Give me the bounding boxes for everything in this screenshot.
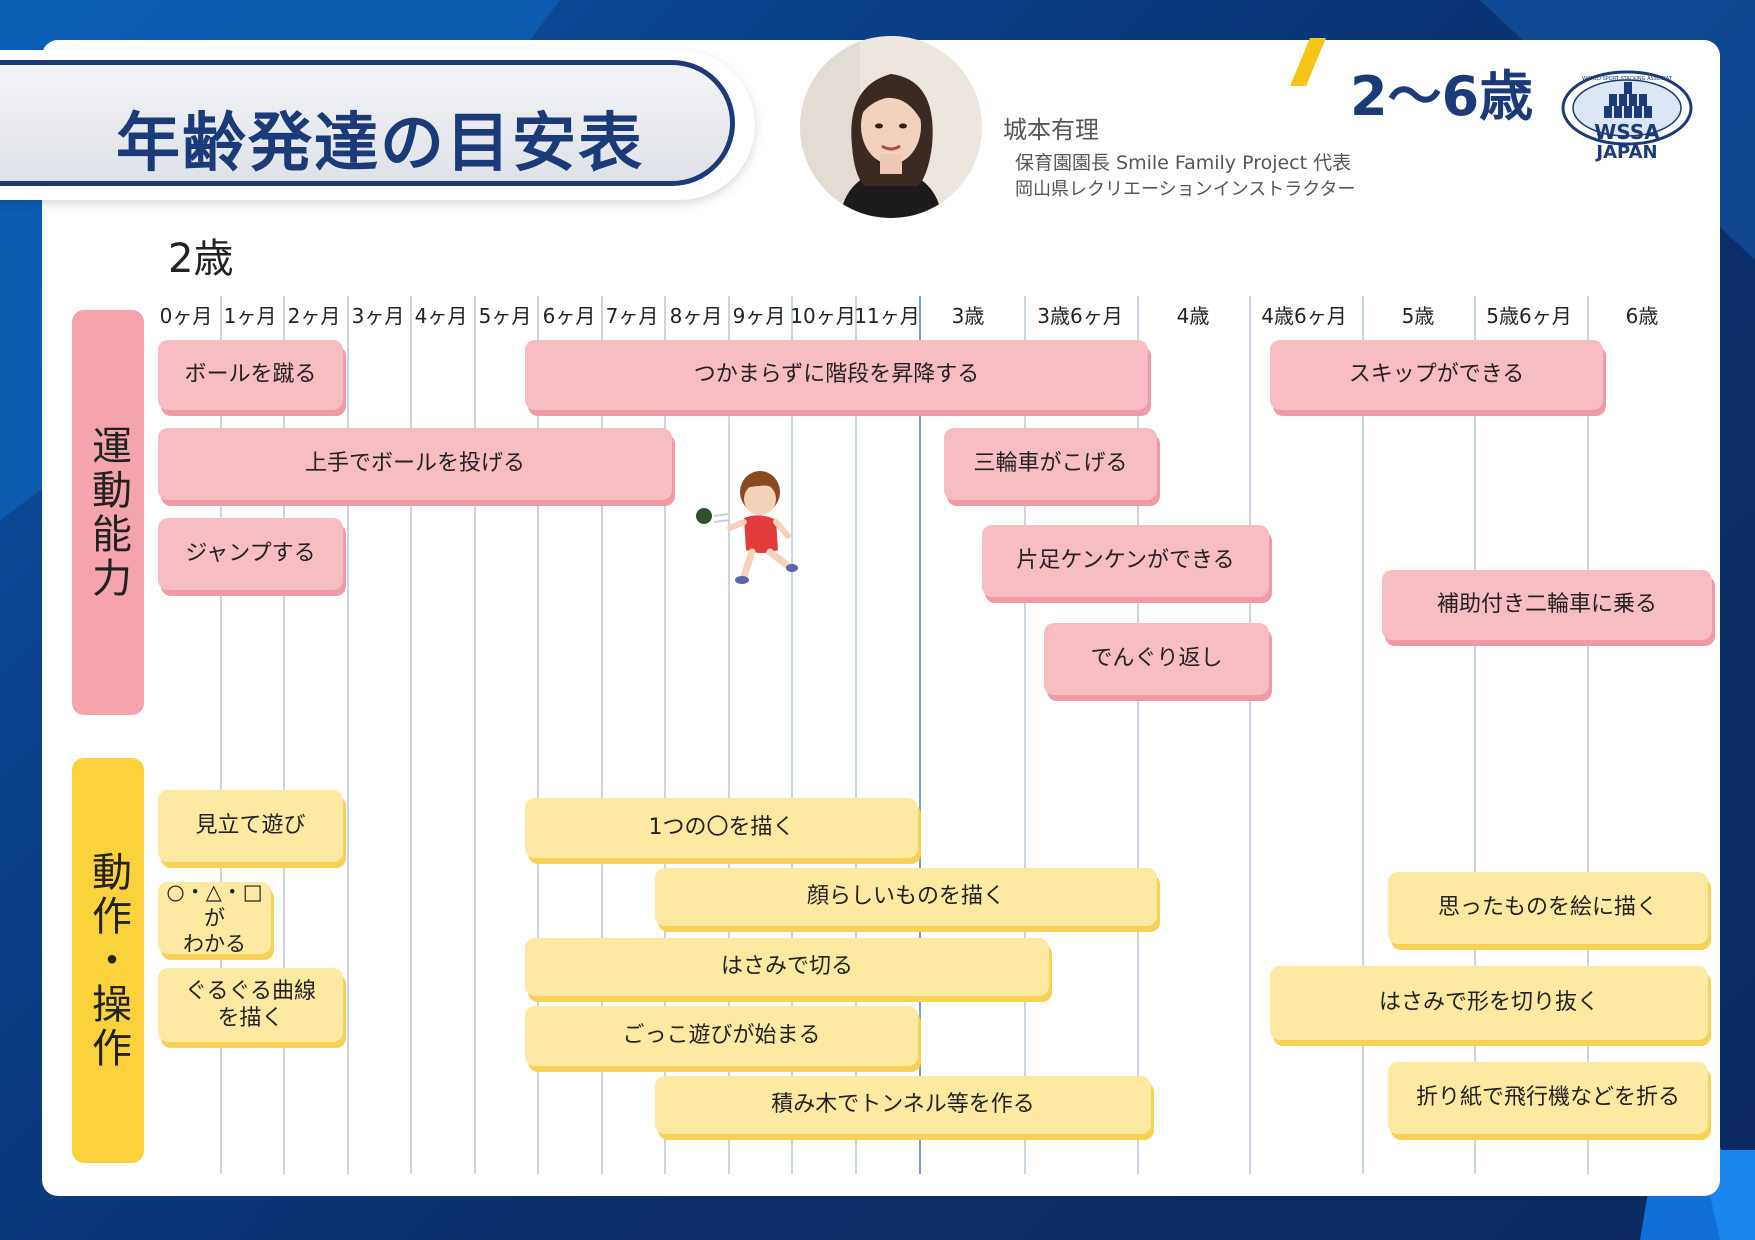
grid-line-year-boundary (919, 296, 921, 1174)
grid-line (474, 296, 476, 1174)
motor-bar: 補助付き二輪車に乗る (1382, 570, 1712, 640)
grid-line (1587, 296, 1589, 1174)
grid-line (664, 296, 666, 1174)
motor-bar: でんぐり返し (1044, 623, 1269, 695)
column-header: 4歳 (1176, 304, 1210, 328)
author-name: 城本有理 (1003, 116, 1099, 144)
wssa-logo: WORLD SPORT STACKING ASSOCIATION WSSA JA… (1556, 66, 1698, 176)
logo-text-wssa: WSSA (1594, 120, 1660, 144)
action-bar: 見立て遊び (158, 790, 343, 862)
action-bar: ○・△・□が わかる (158, 880, 271, 956)
grid-line (1362, 296, 1364, 1174)
column-header: 11ヶ月 (854, 304, 920, 328)
column-header: 5歳 (1401, 304, 1435, 328)
logo-ring-text: WORLD SPORT STACKING ASSOCIATION (1582, 76, 1672, 82)
column-header: 4歳6ヶ月 (1261, 304, 1347, 328)
column-header: 6ヶ月 (542, 304, 596, 328)
section-year-label: 2歳 (168, 236, 234, 282)
action-bar: 積み木でトンネル等を作る (655, 1076, 1151, 1134)
motor-bar: つかまらずに階段を昇降する (525, 340, 1148, 410)
age-range-title: 2〜6歳 (1350, 65, 1534, 128)
grid-line (220, 296, 222, 1174)
grid-line (1024, 296, 1026, 1174)
motor-bar: スキップができる (1270, 340, 1603, 410)
page-title: 年齢発達の目安表 (116, 107, 644, 181)
grid-line (1474, 296, 1476, 1174)
category-motor: 運動能力 (72, 310, 144, 715)
logo-text-japan: JAPAN (1596, 142, 1658, 163)
category-motor-label: 運動能力 (85, 424, 131, 601)
action-bar: 思ったものを絵に描く (1388, 872, 1708, 944)
column-header: 5ヶ月 (478, 304, 532, 328)
motor-bar: 片足ケンケンができる (982, 525, 1269, 597)
motor-bar: ジャンプする (158, 518, 343, 590)
gold-accent-shape (1290, 38, 1326, 86)
column-header: 5歳6ヶ月 (1486, 304, 1572, 328)
action-bar: 折り紙で飛行機などを折る (1388, 1062, 1708, 1134)
motor-bar: 三輪車がこげる (944, 428, 1157, 500)
grid-line (728, 296, 730, 1174)
column-header: 8ヶ月 (669, 304, 723, 328)
action-bar: 1つの〇を描く (525, 798, 918, 858)
grid-line (601, 296, 603, 1174)
category-action-label: 動作・操作 (85, 850, 131, 1071)
grid-line (791, 296, 793, 1174)
author-role-2: 岡山県レクリエーションインストラクター (1015, 179, 1356, 200)
column-header: 3ヶ月 (351, 304, 405, 328)
grid-line (410, 296, 412, 1174)
grid-line (283, 296, 285, 1174)
column-header: 7ヶ月 (605, 304, 659, 328)
motor-bar: 上手でボールを投げる (158, 428, 672, 500)
title-banner-inner (0, 60, 735, 186)
child-throwing-ball-illustration (696, 471, 798, 584)
grid-line (1137, 296, 1139, 1174)
column-header: 10ヶ月 (790, 304, 856, 328)
author-portrait (800, 36, 982, 218)
column-header: 1ヶ月 (223, 304, 277, 328)
column-header: 9ヶ月 (732, 304, 786, 328)
grid-line (855, 296, 857, 1174)
column-header: 3歳6ヶ月 (1037, 304, 1123, 328)
category-action: 動作・操作 (72, 758, 144, 1163)
action-bar: ぐるぐる曲線 を描く (158, 968, 343, 1042)
column-header: 3歳 (951, 304, 985, 328)
column-header: 0ヶ月 (159, 304, 213, 328)
action-bar: ごっこ遊びが始まる (525, 1006, 918, 1066)
action-bar: 顔らしいものを描く (655, 868, 1157, 926)
author-role-1: 保育園園長 Smile Family Project 代表 (1015, 152, 1352, 174)
title-banner (0, 50, 755, 200)
column-header: 4ヶ月 (414, 304, 468, 328)
grid-line (347, 296, 349, 1174)
grid-line (1249, 296, 1251, 1174)
grid-line (537, 296, 539, 1174)
action-bar: はさみで形を切り抜く (1270, 966, 1708, 1040)
column-header: 2ヶ月 (287, 304, 341, 328)
action-bar: はさみで切る (525, 938, 1049, 996)
column-header: 6歳 (1625, 304, 1659, 328)
motor-bar: ボールを蹴る (158, 340, 343, 410)
